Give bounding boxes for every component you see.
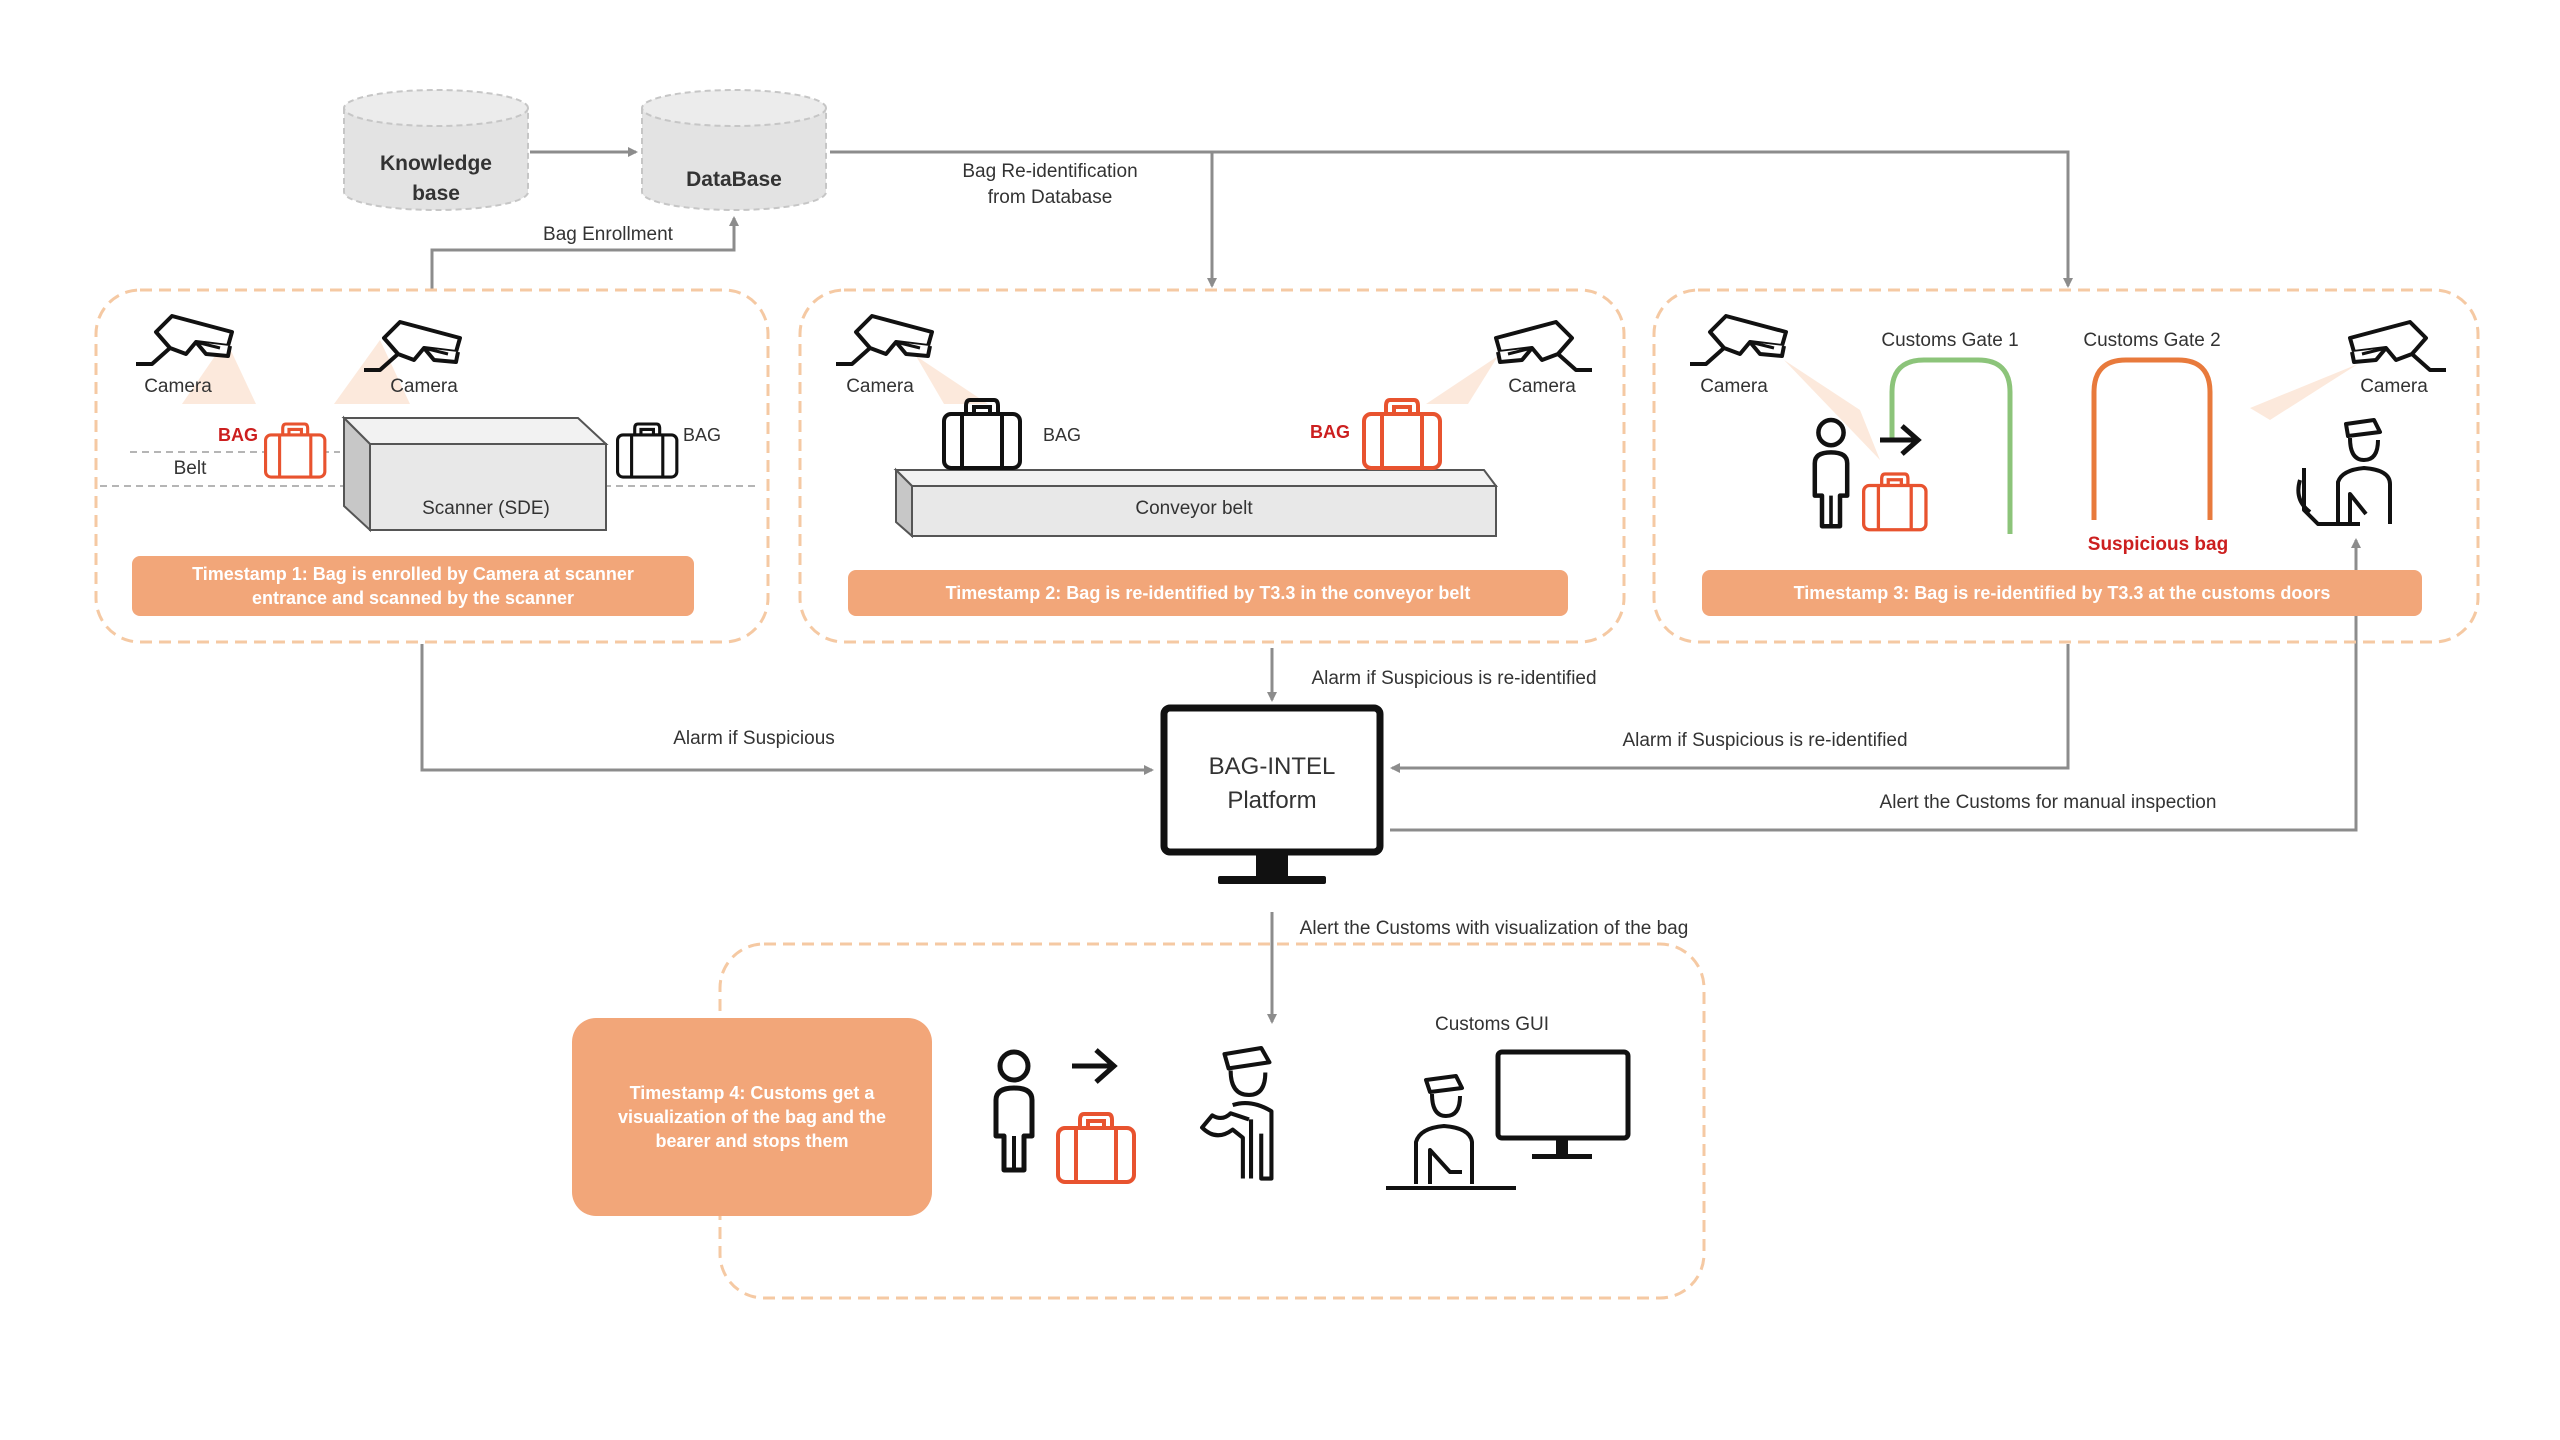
connector-arrows (420, 147, 2361, 1024)
cctv-camera-icon (834, 314, 934, 366)
cctv-camera-icon (2348, 320, 2448, 372)
panel-2-border (798, 288, 1626, 644)
knowledge-base-cylinder-icon (343, 89, 529, 211)
panel-1-border (94, 288, 770, 644)
edge-label-alert-manual: Alert the Customs for manual inspection (1880, 792, 2217, 813)
camera-4-light-cone (1426, 356, 1498, 404)
camera-6-light-cone (2250, 364, 2358, 420)
suitcase-icon-red (1362, 398, 1442, 470)
panel3-camera-left-label: Camera (1700, 376, 1768, 397)
database-label: DataBase (686, 168, 782, 191)
panel1-belt-label: Belt (174, 458, 207, 479)
panel2-camera-right-label: Camera (1508, 376, 1576, 397)
suitcase-icon-red (263, 422, 327, 479)
timestamp-1-box: Timestamp 1: Bag is enrolled by Camera a… (132, 556, 694, 616)
bag-intel-platform-monitor-icon (1160, 704, 1384, 884)
timestamp-3-box: Timestamp 3: Bag is re-identified by T3.… (1702, 570, 2422, 616)
edge-label-bag-enrollment: Bag Enrollment (543, 224, 674, 245)
database-cylinder-icon (641, 89, 827, 211)
suitcase-icon-black (615, 422, 679, 479)
panel3-gate1-label: Customs Gate 1 (1881, 330, 2018, 351)
scanner-box (341, 415, 609, 533)
cctv-camera-icon (134, 314, 234, 366)
suitcase-icon-black (942, 398, 1022, 470)
customs-gate-2-arch (2091, 357, 2213, 520)
panel2-camera-left-label: Camera (846, 376, 914, 397)
camera-5-light-cone (1784, 360, 1880, 460)
panel1-camera-left-label: Camera (144, 376, 212, 397)
person-icon (1815, 420, 1847, 526)
panel2-conveyor-label: Conveyor belt (1135, 498, 1253, 519)
camera-1-light-cone (182, 340, 256, 404)
panel-3-border (1652, 288, 2480, 644)
panel2-bag-black-label: BAG (1043, 425, 1081, 445)
suitcase-icon-red (1862, 472, 1928, 532)
edge-label-alarm-reid-top: Alarm if Suspicious is re-identified (1311, 668, 1596, 689)
cctv-camera-icon (1688, 314, 1788, 366)
edge-label-reid-line2: from Database (988, 187, 1113, 208)
customs-officer-icon (1202, 1048, 1271, 1179)
panel1-scanner-label: Scanner (SDE) (422, 498, 550, 519)
panel4-customs-gui-label: Customs GUI (1435, 1014, 1549, 1035)
panel1-bag-black-label: BAG (683, 425, 721, 445)
platform-label-line2: Platform (1227, 787, 1316, 814)
panel3-camera-right-label: Camera (2360, 376, 2428, 397)
suitcase-icon-red (1056, 1112, 1136, 1184)
panel3-suspicious-label: Suspicious bag (2088, 534, 2228, 555)
timestamp-2-box: Timestamp 2: Bag is re-identified by T3.… (848, 570, 1568, 616)
right-arrow-icon (1072, 1048, 1118, 1084)
panel1-camera-right-label: Camera (390, 376, 458, 397)
camera-2-light-cone (334, 340, 410, 404)
cctv-camera-icon (1494, 320, 1594, 372)
panel3-gate2-label: Customs Gate 2 (2083, 330, 2220, 351)
edge-label-reid-line1: Bag Re-identification (962, 161, 1137, 182)
customs-gui-monitor-icon (1495, 1049, 1631, 1159)
panel2-bag-red-label: BAG (1310, 422, 1350, 442)
right-arrow-icon (1880, 424, 1922, 456)
customs-gate-1-arch (1889, 357, 2013, 534)
timestamp-4-box: Timestamp 4: Customs get a visualization… (572, 1018, 932, 1216)
person-icon (996, 1052, 1032, 1170)
platform-label-line1: BAG-INTEL (1209, 753, 1336, 780)
edge-label-alarm-suspicious: Alarm if Suspicious (673, 728, 835, 749)
camera-3-light-cone (916, 356, 988, 404)
edge-label-alarm-reid-right: Alarm if Suspicious is re-identified (1622, 730, 1907, 751)
conveyor-belt-box (893, 467, 1498, 539)
knowledge-base-label-line1: Knowledge (380, 152, 492, 175)
panel1-bag-red-label: BAG (218, 425, 258, 445)
edge-label-alert-visual: Alert the Customs with visualization of … (1300, 918, 1689, 939)
knowledge-base-label-line2: base (412, 182, 460, 205)
customs-officer-desk-icon (2296, 418, 2392, 526)
